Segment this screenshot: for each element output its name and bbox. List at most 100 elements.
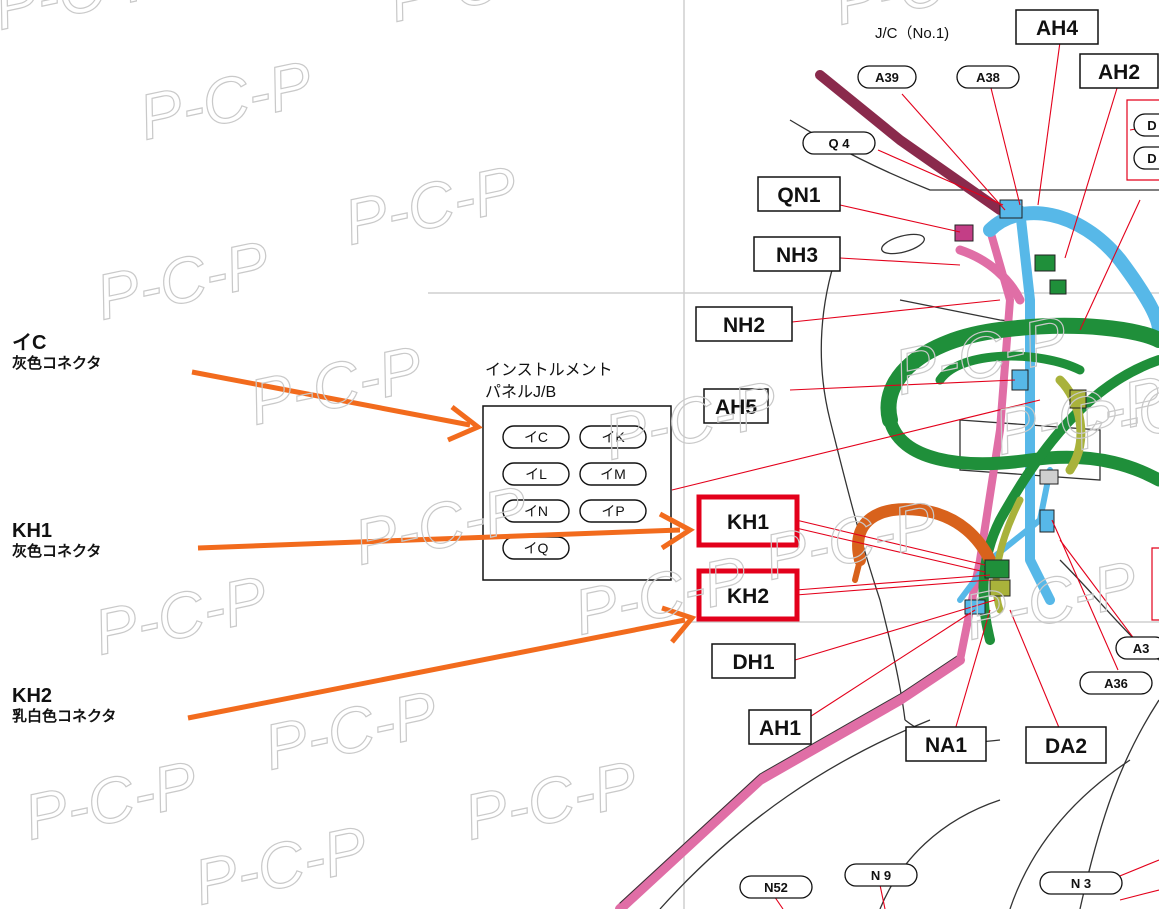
harness-connectors	[954, 199, 1087, 615]
connector-box-na1: NA1	[905, 726, 987, 762]
jb-connector: イM	[579, 462, 647, 486]
connector-oval: D	[1133, 113, 1159, 137]
connector-oval-label: A3	[1133, 641, 1150, 656]
connector-oval-label: N 3	[1071, 876, 1091, 891]
callout-ic-desc: 灰色コネクタ	[12, 354, 102, 372]
connector-box-nh3: NH3	[753, 236, 841, 272]
watermark-text: P-C-P	[243, 332, 429, 439]
connector-oval-shape	[857, 65, 917, 89]
watermark-text: P-C-P	[383, 0, 569, 36]
jb-connector-label: イP	[601, 503, 624, 519]
connector-oval-shape	[956, 65, 1020, 89]
callout-ic: イC 灰色コネクタ	[12, 332, 101, 372]
connector-oval-label: Q 4	[829, 136, 851, 151]
connector-box-label: DH1	[732, 651, 774, 674]
leader-lines	[671, 41, 1159, 910]
callout-kh2-code: KH2	[12, 685, 53, 707]
watermark-text: P-C-P	[598, 367, 784, 474]
connector-oval: D	[1133, 146, 1159, 170]
connector-box-da2: DA2	[1025, 726, 1107, 764]
connector-box-frame	[748, 709, 812, 745]
callout-ic-code: イC	[12, 332, 47, 354]
jb-box	[482, 405, 672, 581]
connector-oval: N 9	[844, 863, 918, 887]
connector-box-dh1: DH1	[711, 643, 796, 679]
callout-kh2: KH2 乳白色コネクタ	[12, 685, 116, 725]
watermark-text: P-C-P	[0, 0, 174, 44]
highlight-frame	[696, 568, 800, 622]
connector-box-label: NH3	[776, 244, 818, 267]
jb-connector-label: イQ	[524, 540, 549, 556]
callout-kh1: KH1 灰色コネクタ	[12, 520, 101, 560]
connector-box-label: QN1	[777, 184, 821, 207]
connector-oval: N 3	[1039, 871, 1123, 895]
connector-oval-label: A36	[1104, 676, 1128, 691]
connector-oval-label: D	[1147, 151, 1156, 166]
connector-oval: A36	[1079, 671, 1153, 695]
connector-box-frame	[695, 306, 793, 342]
connector-box-frame	[1079, 53, 1159, 89]
jb-connector-oval	[502, 425, 570, 449]
jb-connector-label: イK	[601, 429, 625, 445]
watermark-text: P-C-P	[258, 677, 444, 784]
connector-oval-shape	[1133, 113, 1159, 137]
connector-oval: Q 4	[802, 131, 876, 155]
connector-box-ah2: AH2	[1079, 53, 1159, 89]
jb-connector-oval	[502, 499, 570, 523]
jb-connector: イN	[502, 499, 570, 523]
connector-box-frame	[1015, 9, 1099, 45]
jb-connector-oval	[579, 462, 647, 486]
connector-oval-shape	[802, 131, 876, 155]
connector-oval-label: D	[1147, 118, 1156, 133]
connector-box-nh2: NH2	[695, 306, 793, 342]
jb-connector: イP	[579, 499, 647, 523]
arrow-kh1	[197, 511, 695, 551]
jb-connector-oval	[579, 499, 647, 523]
connector-oval-shape	[739, 875, 813, 899]
jb-connector-label: イL	[525, 466, 547, 482]
connector-box-frame	[1025, 726, 1107, 764]
connector-box-ah5: AH5	[703, 388, 769, 424]
connector-box-label: DA2	[1045, 735, 1087, 758]
watermark-text: P-C-P	[90, 227, 276, 334]
jc-no1-label: J/C（No.1)	[875, 25, 949, 42]
jb-connector-label: イC	[524, 429, 548, 445]
jb-connector-label: イN	[524, 503, 548, 519]
watermark-text: P-C-P	[568, 542, 754, 649]
connector-oval: A39	[857, 65, 917, 89]
connector-box-label: AH5	[715, 396, 757, 419]
connector-box-frame	[711, 643, 796, 679]
jb-connector: イC	[502, 425, 570, 449]
connector-box-label: AH1	[759, 717, 801, 740]
watermark-text: P-C-P	[133, 47, 319, 154]
connector-oval-shape	[844, 863, 918, 887]
jb-connector: イK	[579, 425, 647, 449]
connector-box-frame	[905, 726, 987, 762]
connector-oval-shape	[1079, 671, 1153, 695]
jb-connector-label: イM	[600, 466, 626, 482]
highlight-frame	[696, 494, 800, 548]
arrow-kh2	[187, 605, 697, 721]
connector-box-frame	[753, 236, 841, 272]
connector-oval-label: A38	[976, 70, 1000, 85]
connector-oval-label: N 9	[871, 868, 891, 883]
watermark-text: P-C-P	[338, 152, 524, 259]
connector-box-frame	[703, 388, 769, 424]
connector-box-ah4: AH4	[1015, 9, 1099, 45]
callout-kh1-code: KH1	[12, 520, 53, 542]
watermark-text: P-C-P	[18, 747, 204, 854]
jb-connector: イQ	[502, 536, 570, 560]
callout-kh2-desc: 乳白色コネクタ	[12, 707, 117, 725]
connector-box-label: NH2	[723, 314, 765, 337]
watermark-text: P-C-P	[348, 472, 534, 579]
connector-oval-shape	[1115, 636, 1159, 660]
connector-box-kh2: KH2	[696, 568, 800, 622]
connector-box-qn1: QN1	[757, 176, 841, 212]
jb-title-line2: パネルJ/B	[485, 383, 556, 401]
jb-title-line1: インストルメント	[485, 362, 613, 379]
connector-box-label: AH4	[1036, 17, 1078, 40]
